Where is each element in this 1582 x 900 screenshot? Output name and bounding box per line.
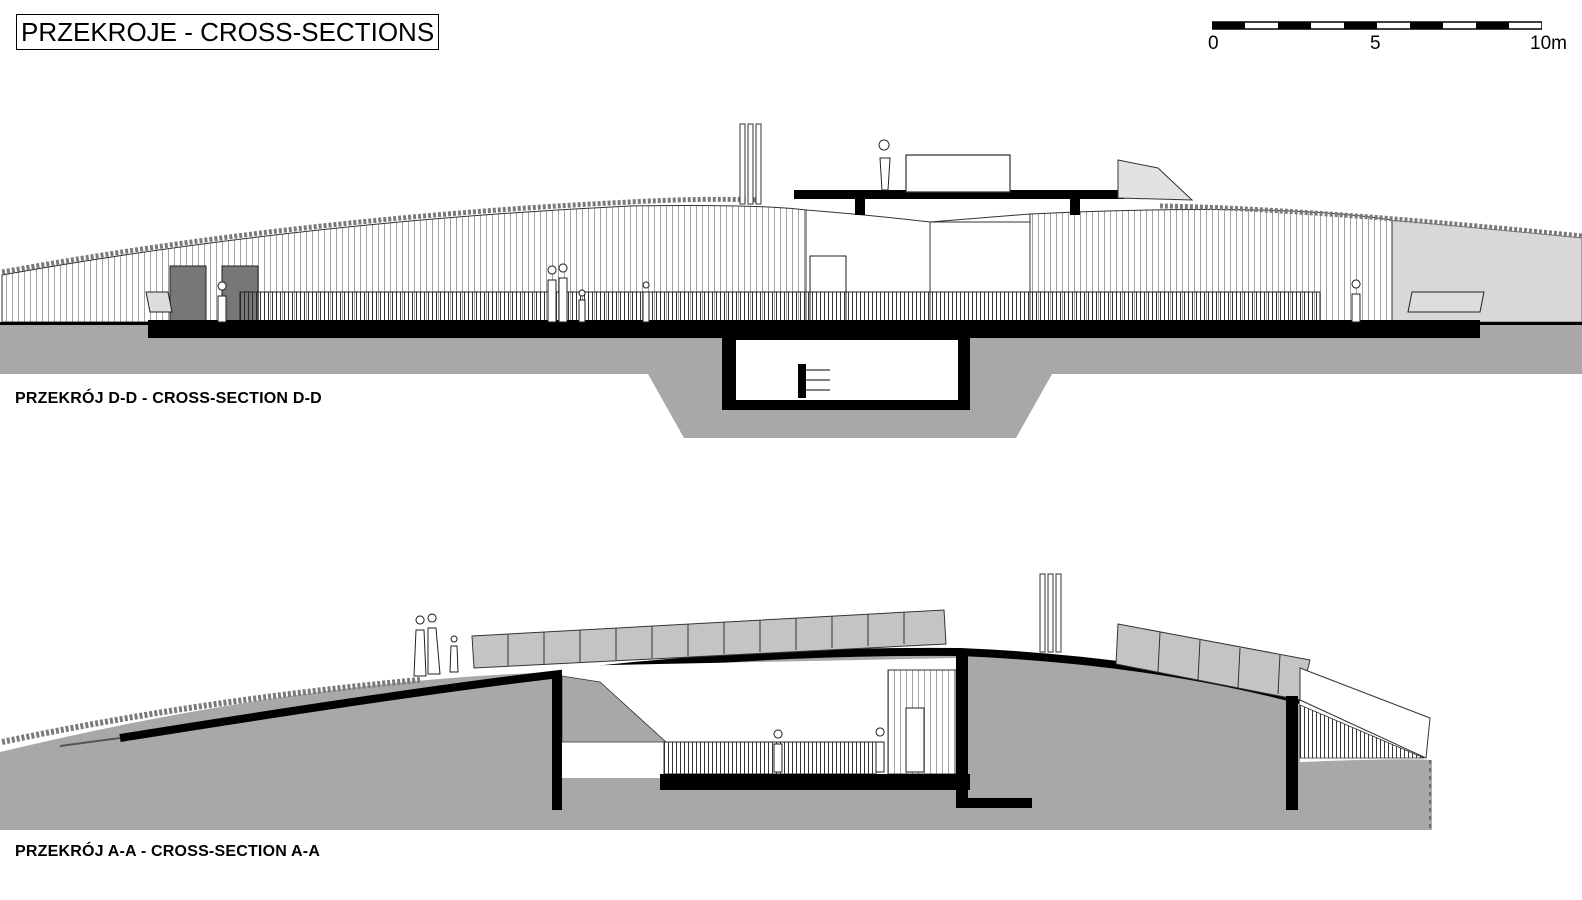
wall-center bbox=[956, 656, 968, 808]
ground-slab-edge bbox=[0, 322, 1582, 325]
roof-glass-mullions bbox=[507, 612, 1281, 695]
roof-terrace-slab bbox=[794, 190, 1124, 199]
person-figures bbox=[217, 139, 1361, 323]
roof-vegetation bbox=[1, 196, 1582, 275]
stair bbox=[798, 364, 806, 398]
door-left bbox=[169, 265, 207, 323]
roof-glass-panels bbox=[471, 609, 1311, 701]
chimney bbox=[747, 123, 754, 205]
section-d-d-drawing bbox=[0, 123, 1582, 438]
chimney bbox=[1047, 573, 1054, 653]
bench-right bbox=[1407, 291, 1485, 313]
roof-terrace-column bbox=[1070, 199, 1080, 215]
interior-stair bbox=[663, 741, 877, 775]
scale-tick-0: 0 bbox=[1208, 33, 1219, 54]
chimney bbox=[1039, 573, 1046, 653]
scale-tick-5: 5 bbox=[1370, 33, 1381, 54]
stair-hatch-right bbox=[1299, 704, 1425, 759]
roof-screen bbox=[905, 154, 1011, 193]
mound-vegetation bbox=[1, 677, 421, 745]
chimney bbox=[755, 123, 762, 205]
glass-canopy-right bbox=[1117, 159, 1194, 201]
courtyard-canopy bbox=[805, 209, 1031, 223]
scale-bar: 0 5 10m bbox=[1208, 20, 1567, 60]
floor-slab-right bbox=[956, 798, 1032, 808]
wall-left bbox=[552, 674, 562, 810]
floor-slab bbox=[660, 774, 970, 790]
roof-terrace-column bbox=[855, 199, 865, 215]
underground-room bbox=[736, 340, 958, 400]
wall-right bbox=[1286, 696, 1298, 810]
balustrade bbox=[239, 291, 1321, 323]
chimney bbox=[1055, 573, 1062, 653]
bench-left bbox=[145, 291, 173, 313]
section-a-a-label: PRZEKRÓJ A-A - CROSS-SECTION A-A bbox=[15, 843, 321, 860]
section-a-a-drawing bbox=[0, 573, 1432, 830]
person-figures bbox=[413, 613, 885, 773]
chimney bbox=[739, 123, 746, 205]
glass-canopy-right bbox=[1299, 667, 1431, 759]
section-d-d-label: PRZEKRÓJ D-D - CROSS-SECTION D-D bbox=[15, 390, 322, 407]
entry-slope-left bbox=[59, 737, 121, 747]
scale-tick-10m: 10m bbox=[1530, 33, 1567, 54]
scale-bar-graphic bbox=[1212, 21, 1542, 30]
sheet-title: PRZEKROJE - CROSS-SECTIONS bbox=[16, 14, 440, 50]
interior-door bbox=[905, 707, 925, 773]
